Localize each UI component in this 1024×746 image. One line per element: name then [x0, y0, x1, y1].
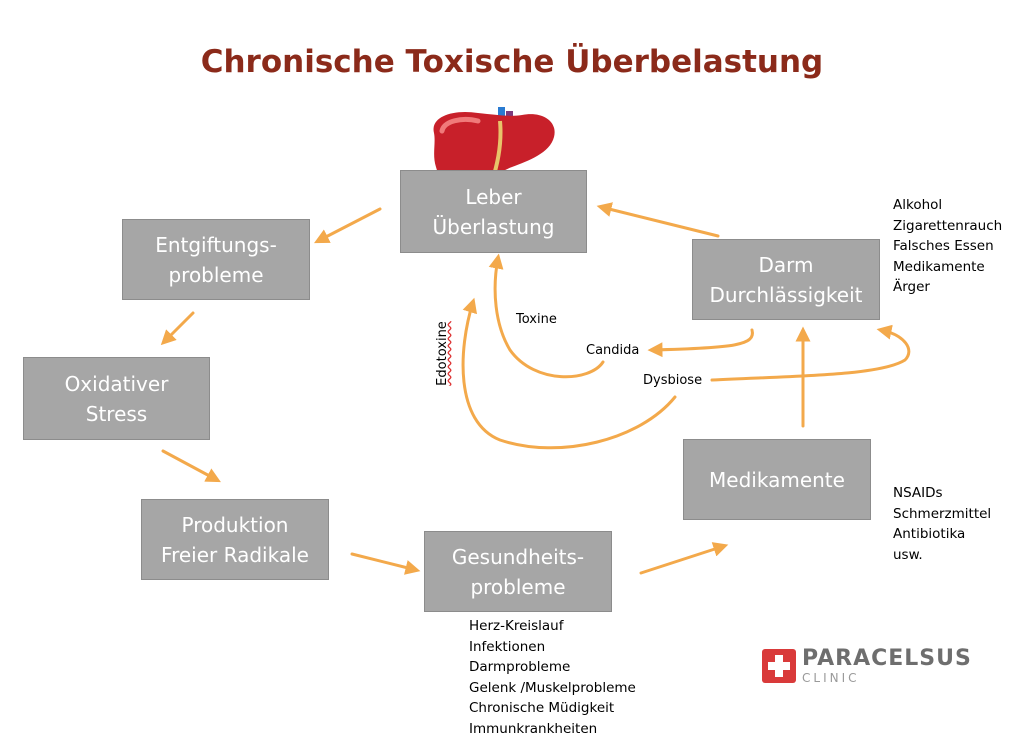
box-oxidativ-label: Oxidativer Stress [64, 371, 169, 426]
box-radikale-label: Produktion Freier Radikale [161, 512, 309, 567]
list-item: Zigarettenrauch [893, 217, 1003, 234]
medical-cross-icon [762, 649, 796, 683]
list-item: Darmprobleme [469, 659, 571, 675]
arrow-darm-to-candida [647, 328, 754, 358]
arrow-dysbiose-to-darm [710, 324, 911, 382]
box-darm-label: Darm Durchlässigkeit [709, 252, 863, 307]
diagram-title: Chronische Toxische Überbelastung [200, 44, 824, 80]
label-dysbiose: Dysbiose [643, 373, 703, 388]
box-darm-durchlaessigkeit: Darm Durchlässigkeit [692, 239, 880, 320]
box-medikamente: Medikamente [683, 439, 871, 520]
label-toxine: Toxine [516, 312, 557, 327]
arrow-gesundheit-to-medikamente [639, 542, 729, 575]
list-item: Alkohol [893, 197, 943, 213]
box-leber-label: Leber Überlastung [432, 184, 555, 239]
logo-name: PARACELSUS [802, 646, 972, 671]
list-item: Schmerzmittel [893, 505, 992, 522]
list-item: Antibiotika [893, 526, 966, 542]
arrow-entgiftung-to-oxidativ [160, 311, 195, 346]
arrow-candida-toxine-to-leber [488, 253, 605, 379]
arrow-radikale-to-gesundheit [350, 552, 421, 575]
paracelsus-logo: PARACELSUS CLINIC [762, 648, 972, 684]
arrow-darm-to-leber [596, 202, 720, 238]
darm-causes-list: Alkohol Zigarettenrauch Falsches Essen M… [893, 195, 1002, 298]
list-item: Herz-Kreislauf [469, 618, 564, 634]
box-produktion-freier-radikale: Produktion Freier Radikale [141, 499, 329, 580]
label-edotoxine: Edotoxine [434, 321, 450, 386]
list-item: Ärger [893, 279, 930, 295]
medikamente-list: NSAIDs Schmerzmittel Antibiotika usw. [893, 483, 991, 565]
list-item: NSAIDs [893, 485, 943, 501]
logo-subtitle: CLINIC [802, 671, 860, 685]
list-item: Gelenk /Muskelprobleme [469, 679, 636, 696]
list-item: Infektionen [469, 638, 546, 655]
list-item: Immunkrankheiten [469, 720, 598, 737]
arrow-oxidativ-to-radikale [161, 449, 221, 483]
arrow-leber-to-entgiftung [314, 207, 382, 244]
box-gesundheitsprobleme: Gesundheits- probleme [424, 531, 612, 612]
box-gesundheit-label: Gesundheits- probleme [451, 544, 585, 599]
list-item: Medikamente [893, 258, 985, 275]
list-item: usw. [893, 546, 923, 563]
label-candida: Candida [586, 343, 640, 358]
box-entgiftung-label: Entgiftungs- probleme [155, 232, 277, 287]
box-oxidativer-stress: Oxidativer Stress [23, 357, 210, 440]
box-medikamente-label: Medikamente [709, 467, 845, 492]
gesundheit-list: Herz-Kreislauf Infektionen Darmprobleme … [469, 616, 636, 739]
list-item: Falsches Essen [893, 238, 994, 254]
box-entgiftungsprobleme: Entgiftungs- probleme [122, 219, 310, 300]
box-leber-ueberlastung: Leber Überlastung [400, 170, 587, 253]
arrow-dysbiose-edotoxine-to-leber [461, 297, 677, 450]
list-item: Chronische Müdigkeit [469, 700, 615, 716]
